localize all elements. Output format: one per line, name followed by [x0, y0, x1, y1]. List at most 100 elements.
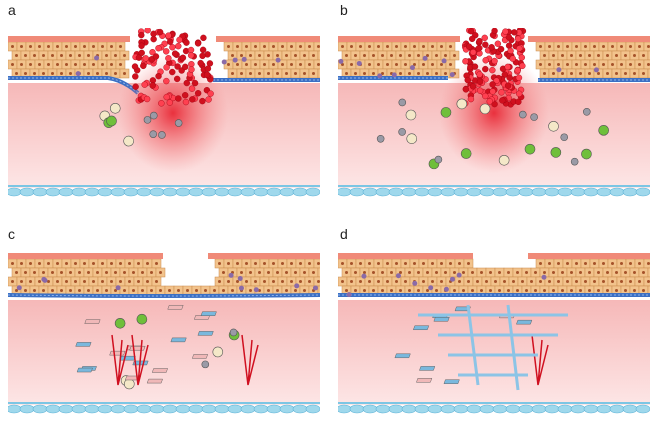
keratinocyte — [647, 285, 650, 296]
nucleus — [119, 262, 122, 265]
stratum-corneum — [8, 253, 163, 259]
nucleus — [386, 262, 389, 265]
immune-cell — [115, 285, 121, 291]
nucleus — [588, 271, 591, 274]
nucleus — [440, 45, 443, 48]
nucleus — [105, 54, 108, 57]
nucleus — [254, 63, 257, 66]
red-blood-cell — [175, 95, 182, 102]
hypodermis-cell — [609, 187, 625, 197]
red-blood-cell — [163, 48, 170, 55]
nucleus — [254, 280, 257, 283]
nucleus — [350, 280, 353, 283]
nucleus — [377, 280, 380, 283]
nucleus — [413, 262, 416, 265]
nucleus — [539, 63, 542, 66]
fibroblast — [151, 368, 168, 373]
hypodermis-cell — [71, 404, 87, 414]
hypodermis-cell — [414, 187, 430, 197]
macrophage — [460, 148, 472, 159]
nucleus — [155, 262, 158, 265]
nucleus — [543, 271, 546, 274]
nucleus — [620, 45, 623, 48]
nucleus — [471, 271, 474, 274]
nucleus — [377, 63, 380, 66]
basement-membrane-dots — [8, 77, 320, 94]
blood-vessel — [241, 334, 259, 386]
nucleus — [87, 289, 90, 292]
nucleus — [611, 45, 614, 48]
nucleus — [47, 45, 50, 48]
nucleus — [372, 54, 375, 57]
nucleus — [579, 72, 582, 75]
nucleus — [308, 262, 311, 265]
red-blood-cell — [187, 46, 195, 54]
nucleus — [444, 72, 447, 75]
red-blood-cell — [183, 39, 190, 46]
red-blood-cell — [150, 30, 157, 38]
nucleus — [276, 289, 279, 292]
red-blood-cell — [155, 45, 162, 52]
nucleus — [245, 63, 248, 66]
nucleus — [390, 289, 393, 292]
blood-vessel — [111, 334, 129, 386]
nucleus — [47, 280, 50, 283]
hypodermis-cell — [338, 404, 352, 414]
hypodermis-cell — [375, 187, 391, 197]
nucleus — [606, 271, 609, 274]
neutrophil — [548, 120, 559, 132]
red-blood-cell — [491, 57, 498, 65]
hypodermis-cell — [162, 187, 178, 197]
nucleus — [38, 63, 41, 66]
immune-cell — [275, 57, 281, 63]
red-blood-cell — [469, 49, 477, 56]
hypodermis-cell — [149, 404, 165, 414]
nucleus — [620, 280, 623, 283]
platelet — [434, 155, 443, 164]
red-blood-cell — [182, 98, 190, 106]
red-blood-cell — [482, 65, 489, 73]
nucleus — [435, 289, 438, 292]
nucleus — [168, 289, 171, 292]
nucleus — [69, 72, 72, 75]
nucleus — [467, 280, 470, 283]
nucleus — [597, 54, 600, 57]
platelet — [582, 108, 591, 116]
hypodermis-cell — [388, 187, 404, 197]
hypodermis-cell — [375, 404, 391, 414]
fibroblast — [84, 319, 101, 324]
nucleus — [267, 72, 270, 75]
red-blood-cell — [142, 55, 149, 62]
nucleus — [570, 72, 573, 75]
nucleus — [285, 54, 288, 57]
immune-cell — [356, 60, 362, 66]
nucleus — [123, 72, 126, 75]
nucleus — [258, 271, 261, 274]
nucleus — [159, 271, 162, 274]
stratum-corneum — [8, 36, 130, 42]
nucleus — [575, 45, 578, 48]
nucleus — [584, 45, 587, 48]
fibroblast — [516, 319, 533, 325]
red-blood-cell — [476, 87, 484, 94]
nucleus — [498, 289, 501, 292]
hypodermis-cell — [635, 187, 650, 197]
stratum-corneum — [338, 253, 473, 259]
nucleus — [534, 271, 537, 274]
hypodermis-cell — [466, 404, 482, 414]
nucleus — [602, 280, 605, 283]
nucleus — [417, 271, 420, 274]
red-blood-cell — [150, 35, 157, 43]
immune-cell — [428, 285, 434, 291]
red-blood-cell — [158, 100, 165, 107]
nucleus — [575, 63, 578, 66]
panel-label-a: a — [8, 2, 16, 18]
nucleus — [575, 280, 578, 283]
hypodermis-cell — [453, 404, 469, 414]
nucleus — [317, 63, 320, 66]
nucleus — [78, 271, 81, 274]
hypodermis-cell — [214, 187, 230, 197]
hypodermis-cell — [19, 404, 35, 414]
nucleus — [372, 289, 375, 292]
nucleus — [354, 54, 357, 57]
